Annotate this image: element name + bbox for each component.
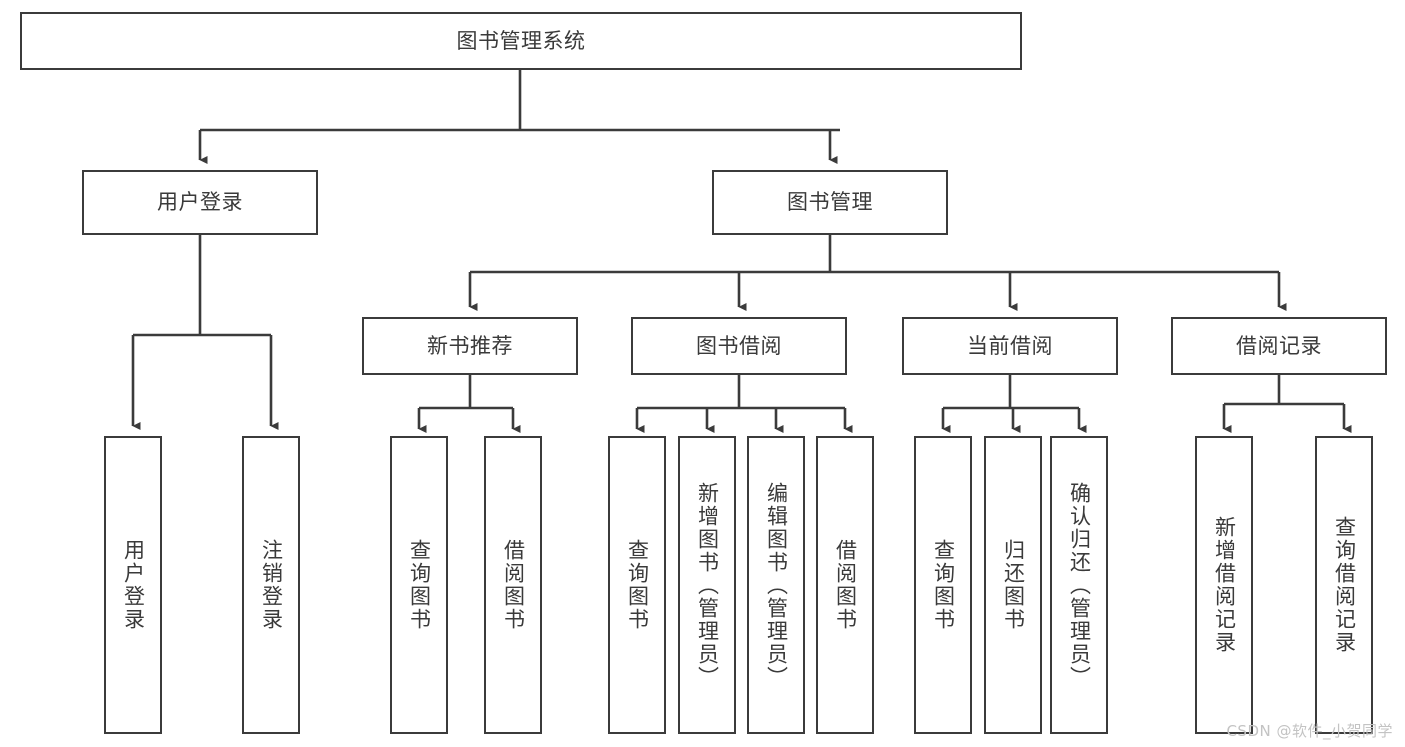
leaf-current-borrow-return[interactable]: 归还图书 — [984, 436, 1042, 734]
node-book-borrow[interactable]: 图书借阅 — [631, 317, 847, 375]
node-label: 新书推荐 — [427, 333, 513, 358]
node-label: 查询图书 — [931, 539, 956, 631]
node-label: 图书管理系统 — [456, 28, 586, 53]
watermark-text: CSDN @软件_小贺同学 — [1226, 722, 1393, 740]
node-label: 查询图书 — [625, 539, 650, 631]
node-borrow-record[interactable]: 借阅记录 — [1171, 317, 1387, 375]
node-new-book-recommend[interactable]: 新书推荐 — [362, 317, 578, 375]
node-label: 查询图书 — [407, 539, 432, 631]
leaf-book-borrow-add[interactable]: 新增图书（管理员） — [678, 436, 736, 734]
leaf-book-borrow-query[interactable]: 查询图书 — [608, 436, 666, 734]
node-label: 归还图书 — [1001, 539, 1026, 631]
leaf-borrow-record-query[interactable]: 查询借阅记录 — [1315, 436, 1373, 734]
node-label: 图书借阅 — [696, 333, 782, 358]
node-label: 编辑图书（管理员） — [764, 481, 789, 689]
node-label: 借阅图书 — [501, 539, 526, 631]
leaf-book-borrow-borrow[interactable]: 借阅图书 — [816, 436, 874, 734]
leaf-user-login-logout[interactable]: 注销登录 — [242, 436, 300, 734]
leaf-new-book-query[interactable]: 查询图书 — [390, 436, 448, 734]
node-root-system[interactable]: 图书管理系统 — [20, 12, 1022, 70]
node-label: 确认归还（管理员） — [1067, 481, 1092, 689]
leaf-current-borrow-query[interactable]: 查询图书 — [914, 436, 972, 734]
node-label: 新增图书（管理员） — [695, 481, 720, 689]
node-label: 借阅记录 — [1236, 333, 1322, 358]
node-current-borrow[interactable]: 当前借阅 — [902, 317, 1118, 375]
node-label: 图书管理 — [787, 190, 873, 215]
node-label: 用户登录 — [157, 190, 243, 215]
leaf-new-book-borrow[interactable]: 借阅图书 — [484, 436, 542, 734]
node-user-login[interactable]: 用户登录 — [82, 170, 318, 235]
leaf-current-borrow-confirm-return[interactable]: 确认归还（管理员） — [1050, 436, 1108, 734]
node-book-management[interactable]: 图书管理 — [712, 170, 948, 235]
leaf-user-login-login[interactable]: 用户登录 — [104, 436, 162, 734]
node-label: 新增借阅记录 — [1212, 516, 1237, 654]
leaf-book-borrow-edit[interactable]: 编辑图书（管理员） — [747, 436, 805, 734]
node-label: 查询借阅记录 — [1332, 516, 1357, 654]
leaf-borrow-record-add[interactable]: 新增借阅记录 — [1195, 436, 1253, 734]
node-label: 借阅图书 — [833, 539, 858, 631]
node-label: 注销登录 — [259, 539, 284, 631]
node-label: 用户登录 — [121, 539, 146, 631]
node-label: 当前借阅 — [967, 333, 1053, 358]
